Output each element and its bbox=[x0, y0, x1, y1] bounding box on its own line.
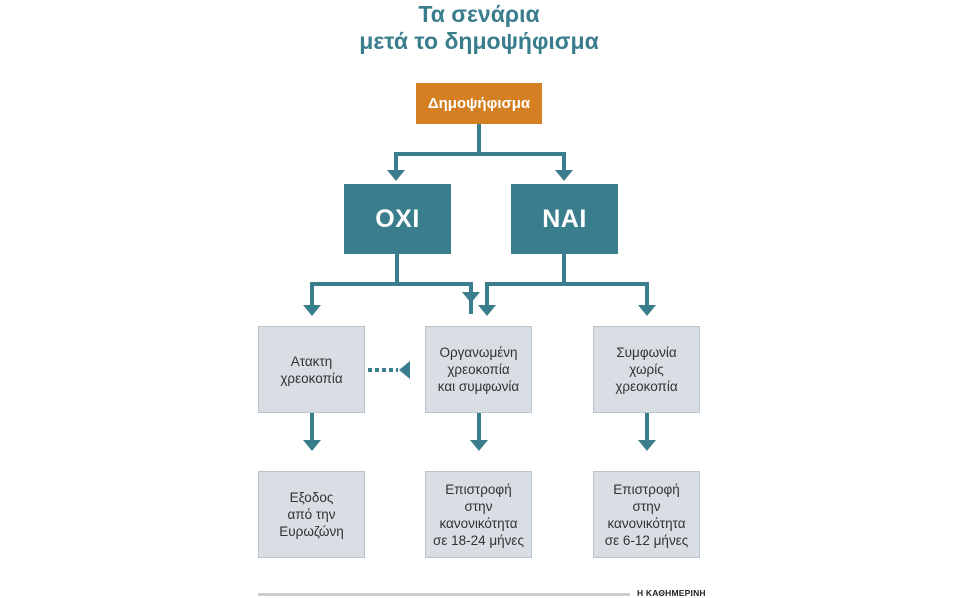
agreement-box: Συμφωνία χωρίς χρεοκοπία bbox=[593, 326, 700, 413]
normality-18-24-box: Επιστροφή στην κανονικότητα σε 18-24 μήν… bbox=[425, 471, 532, 558]
referendum-box: Δημοψήφισμα bbox=[416, 83, 542, 124]
eurozone-exit-box: Εξοδος από την Ευρωζώνη bbox=[258, 471, 365, 558]
arrowhead-no bbox=[387, 170, 405, 181]
no-box: ΟΧΙ bbox=[344, 184, 451, 254]
yes-box: ΝΑΙ bbox=[511, 184, 618, 254]
footer-divider bbox=[258, 593, 630, 596]
connector-referendum bbox=[394, 124, 566, 172]
arrowhead-normality-6-12 bbox=[638, 440, 656, 451]
disorderly-default-box: Ατακτη χρεοκοπία bbox=[258, 326, 365, 413]
arrowhead-orderly-from-no bbox=[462, 292, 480, 303]
arrowhead-exit bbox=[303, 440, 321, 451]
connector-yes bbox=[485, 254, 649, 306]
arrowhead-yes bbox=[555, 170, 573, 181]
normality-6-12-box: Επιστροφή στην κανονικότητα σε 6-12 μήνε… bbox=[593, 471, 700, 558]
source-credit: Η ΚΑΘΗΜΕΡΙΝΗ bbox=[637, 588, 706, 598]
connector-no bbox=[310, 254, 473, 314]
arrowhead-dotted bbox=[399, 361, 410, 379]
arrowhead-normality-18-24 bbox=[470, 440, 488, 451]
arrowhead-orderly-from-yes bbox=[478, 305, 496, 316]
arrowhead-disorderly bbox=[303, 305, 321, 316]
diagram-title-line1: Τα σενάρια bbox=[418, 1, 540, 27]
diagram-title-line2: μετά το δημοψήφισμα bbox=[359, 28, 599, 54]
orderly-default-box: Οργανωμένη χρεοκοπία και συμφωνία bbox=[425, 326, 532, 413]
arrowhead-agreement bbox=[638, 305, 656, 316]
